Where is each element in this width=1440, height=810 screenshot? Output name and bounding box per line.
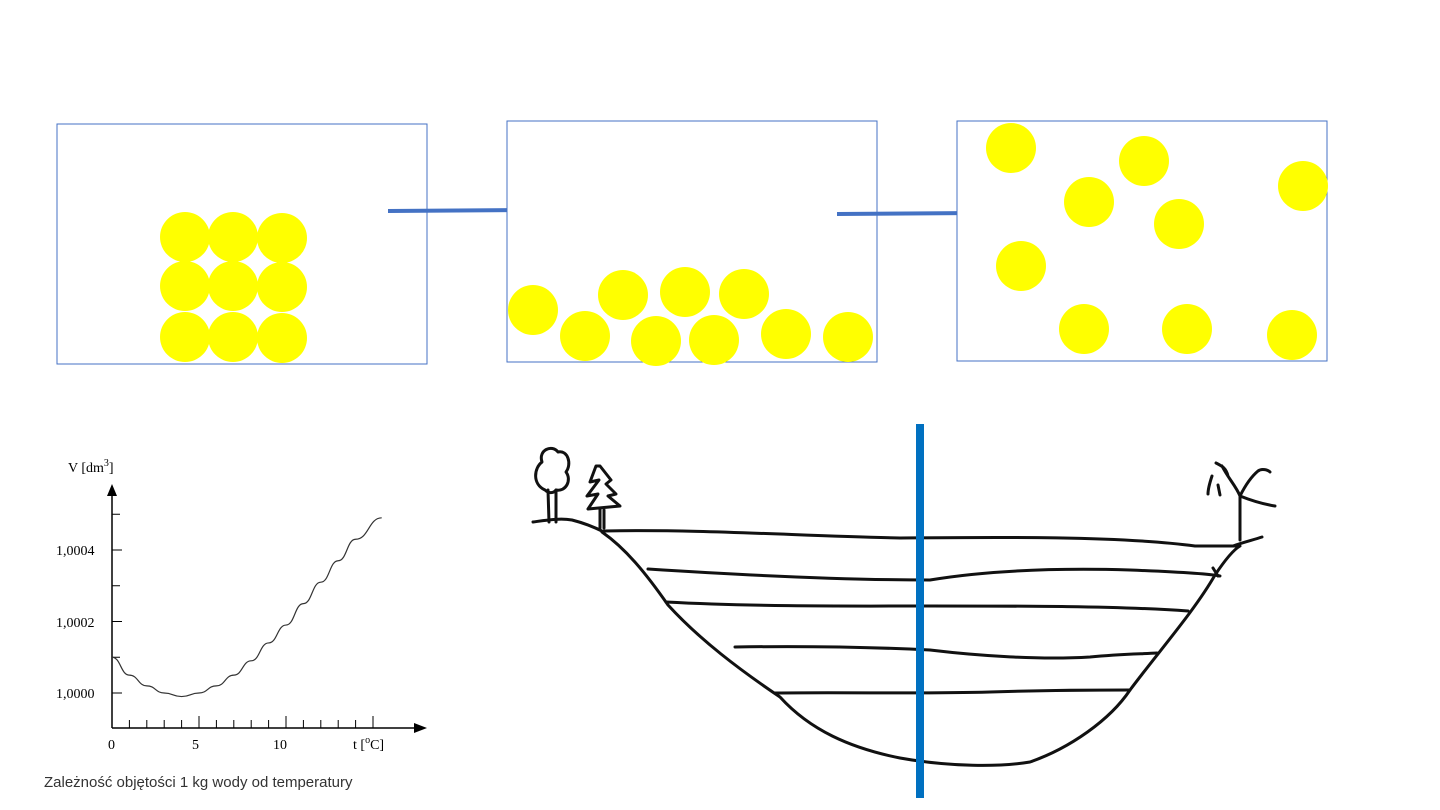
x-tick-label: 5 xyxy=(192,738,199,753)
particle xyxy=(1064,177,1114,227)
y-axis-arrow xyxy=(107,484,117,496)
particle xyxy=(160,261,210,311)
chart-marks xyxy=(111,517,382,698)
water-layer-5 xyxy=(773,688,1132,695)
shore-mark xyxy=(1211,566,1220,578)
water-layer-3 xyxy=(664,600,1190,613)
left-shore xyxy=(531,517,606,534)
x-axis-arrow xyxy=(414,723,427,733)
particle xyxy=(823,312,873,362)
volume-temperature-chart: V [dm3] t [oC] 1,0004 1,0002 1,0000 0 5 … xyxy=(44,458,427,791)
lake-basin xyxy=(600,530,1242,767)
panel-liquid xyxy=(506,120,878,366)
y-tick-label: 1,0000 xyxy=(56,687,95,702)
y-tick-label: 1,0002 xyxy=(56,616,95,631)
particle xyxy=(719,269,769,319)
y-axis-label: V [dm3] xyxy=(68,458,114,476)
particle xyxy=(257,262,307,312)
chart-ticks xyxy=(112,513,374,728)
y-tick-label: 1,0004 xyxy=(56,544,95,559)
particle xyxy=(160,312,210,362)
panel-gas xyxy=(956,120,1328,362)
panel-solid xyxy=(56,123,428,365)
particle xyxy=(1154,199,1204,249)
particle xyxy=(996,241,1046,291)
tree-trunk xyxy=(546,488,558,524)
particle xyxy=(1162,304,1212,354)
particle xyxy=(1059,304,1109,354)
water-layer-2 xyxy=(646,567,1222,582)
bare-tree xyxy=(1214,461,1277,542)
particle xyxy=(257,313,307,363)
pine-tree-icon xyxy=(585,464,622,530)
bare-tree-icon xyxy=(1206,461,1277,578)
series-line xyxy=(111,517,382,698)
particle xyxy=(560,311,610,361)
particle xyxy=(508,285,558,335)
particle xyxy=(1278,161,1328,211)
pine-crown xyxy=(585,464,622,511)
particle xyxy=(1119,136,1169,186)
tree-icon xyxy=(534,446,571,524)
particle xyxy=(598,270,648,320)
particle xyxy=(689,315,739,365)
x-axis-label: t [oC] xyxy=(353,735,384,753)
particle xyxy=(160,212,210,262)
particle xyxy=(986,123,1036,173)
bare-tree-branch xyxy=(1206,474,1214,496)
water-layer-1 xyxy=(602,529,1240,548)
particle xyxy=(208,261,258,311)
particle xyxy=(257,213,307,263)
particle xyxy=(761,309,811,359)
x-tick-label: 10 xyxy=(273,738,287,753)
particle xyxy=(208,212,258,262)
pine-trunk xyxy=(598,506,606,530)
x-tick-label: 0 xyxy=(108,738,115,753)
chart-caption: Zależność objętości 1 kg wody od tempera… xyxy=(44,774,353,791)
lake-cross-section xyxy=(531,424,1277,798)
tree-crown xyxy=(534,446,571,495)
particle xyxy=(660,267,710,317)
water-layer-4 xyxy=(733,645,1159,660)
particle xyxy=(631,316,681,366)
particle xyxy=(1267,310,1317,360)
particle xyxy=(208,312,258,362)
